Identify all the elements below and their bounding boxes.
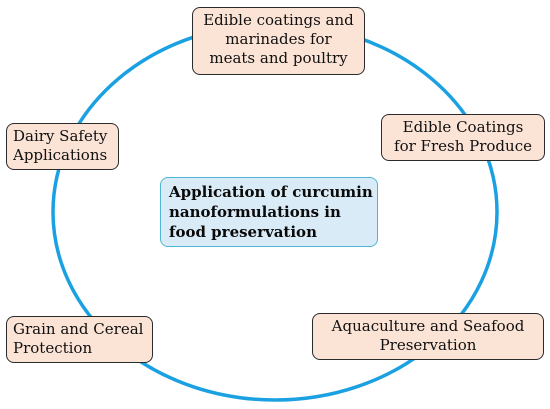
node-line: meats and poultry xyxy=(209,49,348,67)
center-line: food preservation xyxy=(169,223,317,241)
node-line: Grain and Cereal xyxy=(13,320,144,338)
node-grain-cereal: Grain and Cereal Protection xyxy=(6,316,153,363)
node-line: marinades for xyxy=(225,30,332,48)
node-line: Aquaculture and Seafood xyxy=(331,317,525,335)
center-line: nanoformulations in xyxy=(169,203,341,221)
node-line: Preservation xyxy=(379,336,477,354)
node-line: Applications xyxy=(13,146,108,164)
node-aquaculture-seafood: Aquaculture and Seafood Preservation xyxy=(312,313,544,360)
node-line: Edible Coatings xyxy=(402,118,524,136)
center-topic: Application of curcumin nanoformulations… xyxy=(160,177,378,247)
node-line: Edible coatings and xyxy=(203,11,354,29)
node-edible-coatings-produce: Edible Coatings for Fresh Produce xyxy=(381,114,545,161)
node-dairy-safety: Dairy Safety Applications xyxy=(6,123,119,170)
node-line: Protection xyxy=(13,339,93,357)
node-edible-coatings-meats: Edible coatings and marinades for meats … xyxy=(192,7,365,75)
node-line: for Fresh Produce xyxy=(394,137,532,155)
node-line: Dairy Safety xyxy=(13,127,108,145)
center-line: Application of curcumin xyxy=(169,183,373,201)
